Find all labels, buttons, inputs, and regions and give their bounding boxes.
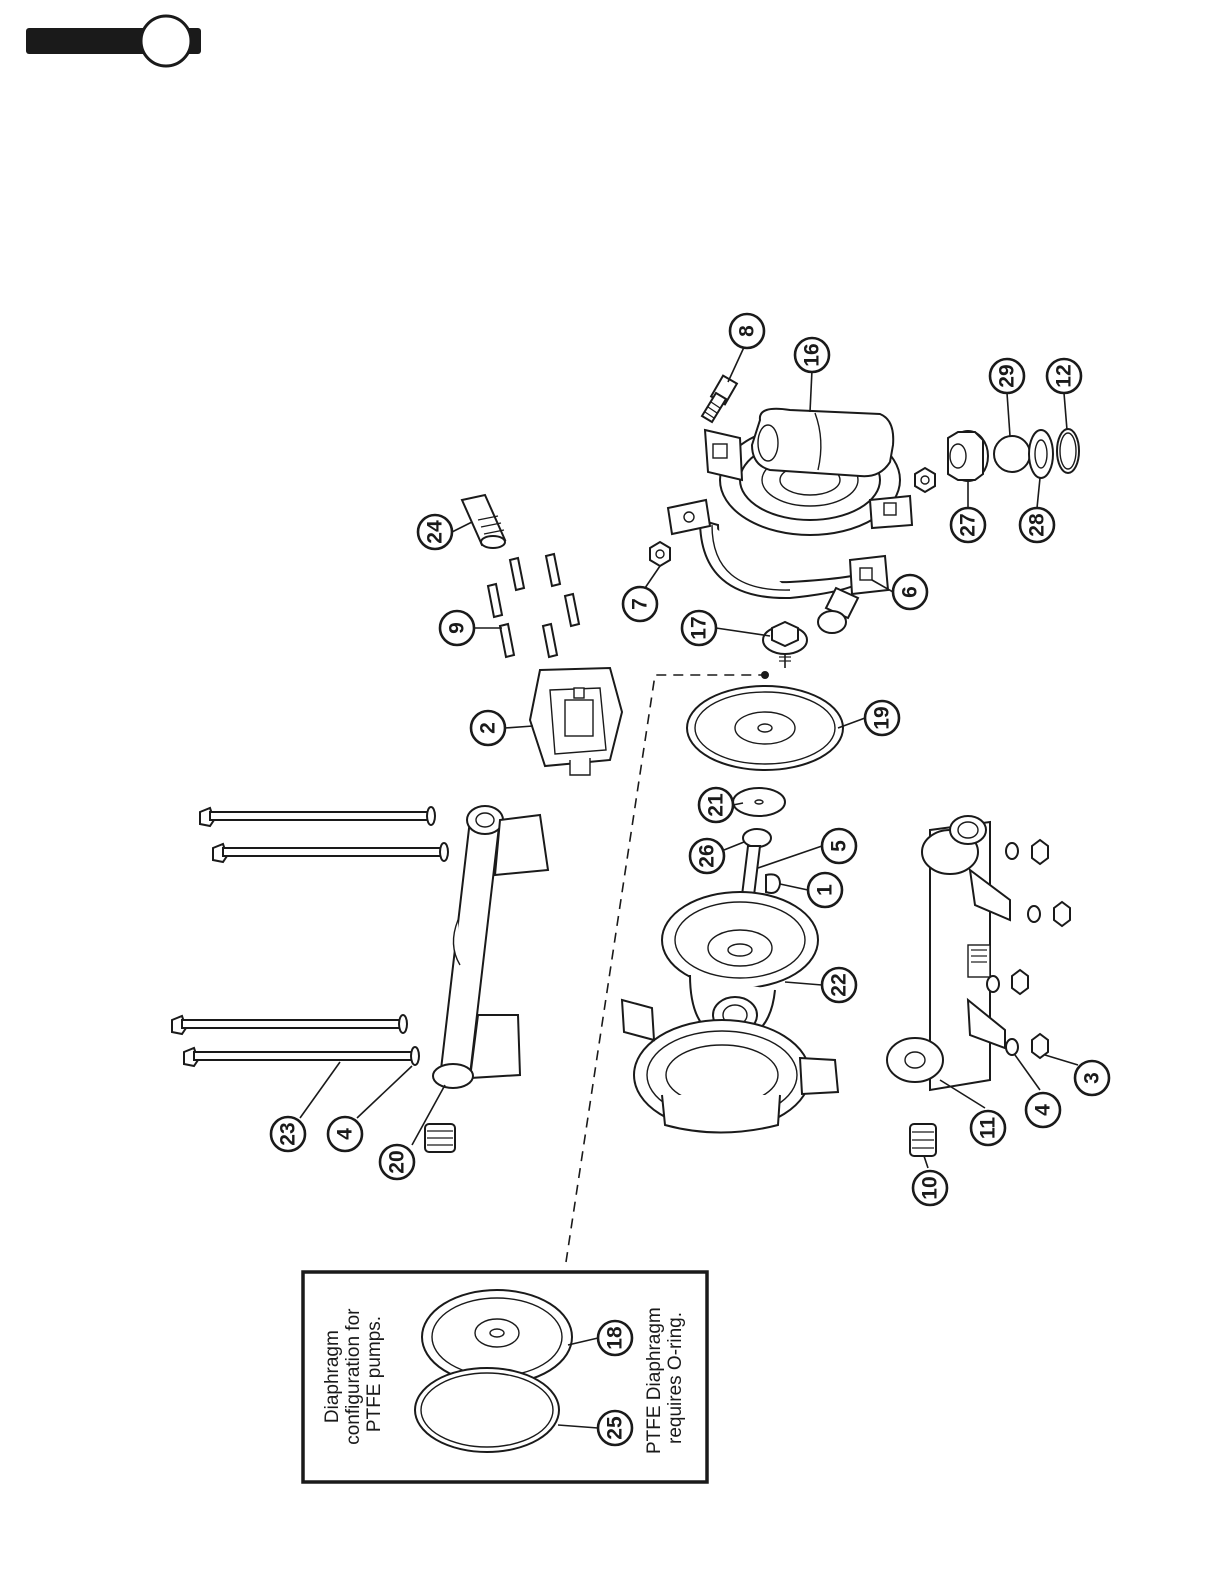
callout-9[interactable]: 9 (440, 611, 474, 645)
plug-20 (425, 1124, 455, 1152)
callout-17[interactable]: 17 (682, 611, 716, 645)
oring-12 (1057, 429, 1079, 473)
callout-1[interactable]: 1 (808, 873, 842, 907)
callout-5[interactable]: 5 (822, 829, 856, 863)
callout-8[interactable]: 8 (730, 314, 764, 348)
callout-18[interactable]: 18 (598, 1321, 632, 1355)
callout-3[interactable]: 3 (1075, 1061, 1109, 1095)
callout-26[interactable]: 26 (690, 839, 724, 873)
clamp-bolt (818, 588, 858, 633)
rod-bolts-23 (172, 807, 448, 1066)
callout-20[interactable]: 20 (380, 1145, 414, 1179)
svg-text:8: 8 (736, 325, 759, 337)
page-tab (26, 16, 201, 66)
svg-text:11: 11 (977, 1117, 1000, 1140)
svg-text:12: 12 (1053, 364, 1076, 387)
screws-9 (488, 554, 579, 657)
callout-16[interactable]: 16 (795, 338, 829, 372)
manifold-20 (433, 806, 548, 1088)
callout-12[interactable]: 12 (1047, 359, 1081, 393)
svg-text:17: 17 (688, 616, 711, 639)
svg-text:7: 7 (629, 598, 652, 610)
nut-7 (650, 542, 670, 566)
callout-29[interactable]: 29 (990, 359, 1024, 393)
svg-text:18: 18 (604, 1326, 627, 1350)
bolt-8 (702, 376, 737, 422)
svg-text:1: 1 (814, 884, 837, 896)
svg-text:20: 20 (386, 1150, 409, 1173)
svg-text:29: 29 (996, 364, 1019, 387)
inset-note: PTFE Diaphragm requires O-ring. (644, 1302, 686, 1454)
seat-28 (1029, 430, 1053, 478)
callout-4-left[interactable]: 4 (328, 1117, 362, 1151)
ball-29 (994, 436, 1030, 472)
callout-25[interactable]: 25 (598, 1411, 632, 1445)
callout-7[interactable]: 7 (623, 587, 657, 621)
svg-text:10: 10 (919, 1176, 942, 1199)
manifold-11 (887, 816, 1010, 1090)
svg-text:27: 27 (957, 513, 980, 536)
callout-24[interactable]: 24 (418, 515, 452, 549)
callout-21[interactable]: 21 (699, 788, 733, 822)
callout-27[interactable]: 27 (951, 508, 985, 542)
callout-2[interactable]: 2 (471, 711, 505, 745)
svg-text:6: 6 (899, 586, 922, 598)
callout-11[interactable]: 11 (971, 1111, 1005, 1145)
svg-text:3: 3 (1081, 1072, 1104, 1084)
svg-text:4: 4 (1032, 1104, 1055, 1116)
svg-text:9: 9 (446, 622, 469, 634)
valve-seat-27 (948, 431, 988, 481)
plug-10 (910, 1124, 936, 1156)
callout-6[interactable]: 6 (893, 575, 927, 609)
svg-text:21: 21 (705, 793, 728, 817)
outer-piston-17 (763, 622, 807, 668)
svg-text:25: 25 (604, 1416, 627, 1440)
svg-text:24: 24 (424, 520, 447, 544)
svg-text:5: 5 (828, 840, 851, 852)
air-valve-2 (530, 668, 622, 775)
callout-22[interactable]: 22 (822, 968, 856, 1002)
reference-dot (761, 671, 769, 679)
callout-19[interactable]: 19 (865, 701, 899, 735)
svg-text:26: 26 (696, 844, 719, 867)
diaphragm-19 (687, 686, 843, 770)
svg-text:22: 22 (828, 973, 851, 996)
svg-text:2: 2 (477, 722, 500, 734)
svg-text:4: 4 (334, 1128, 357, 1140)
callout-28[interactable]: 28 (1020, 508, 1054, 542)
svg-text:23: 23 (277, 1122, 300, 1145)
svg-text:28: 28 (1026, 513, 1049, 537)
nut-chamber (915, 468, 935, 492)
pilot-sleeve-24 (462, 495, 505, 548)
callout-10[interactable]: 10 (913, 1171, 947, 1205)
svg-text:16: 16 (801, 343, 824, 366)
callout-4-right[interactable]: 4 (1026, 1093, 1060, 1127)
svg-text:19: 19 (871, 706, 894, 729)
inner-chamber-22 (622, 892, 838, 1133)
outer-chamber (705, 409, 912, 535)
callout-23[interactable]: 23 (271, 1117, 305, 1151)
disc-21 (733, 788, 785, 816)
